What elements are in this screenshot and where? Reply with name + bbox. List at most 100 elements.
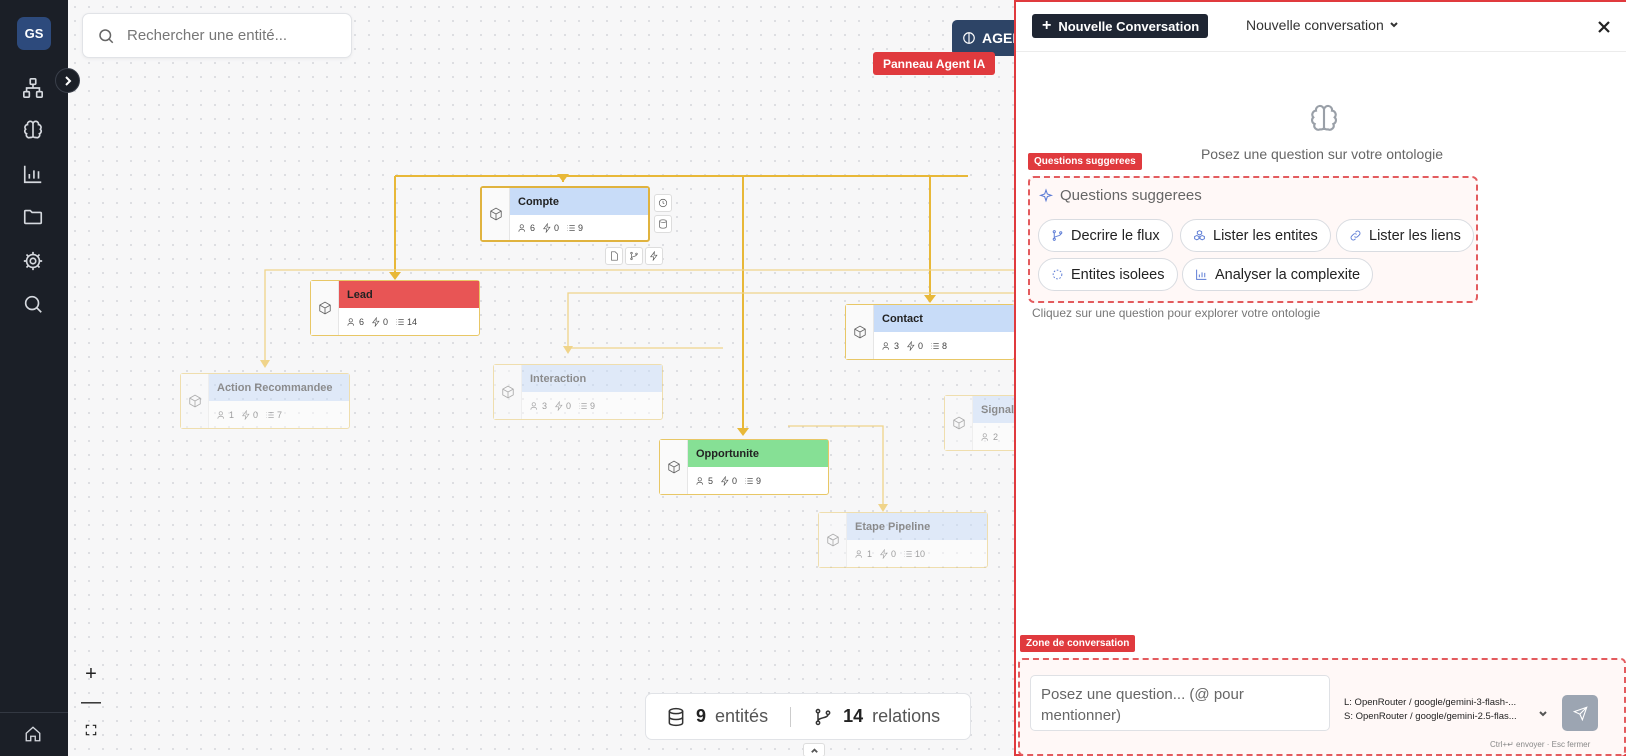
cube-icon	[494, 365, 522, 419]
edge-arrows	[389, 174, 936, 436]
node-title: Opportunite	[688, 440, 828, 467]
suggestions-hint: Cliquez sur une question pour explorer v…	[1032, 306, 1321, 320]
node-title: Interaction	[522, 365, 662, 392]
users-count: 6	[518, 223, 535, 233]
fit-view-button[interactable]	[78, 718, 104, 742]
search-icon[interactable]	[20, 291, 46, 317]
counter-divider	[790, 706, 792, 727]
home-icon[interactable]	[20, 721, 46, 747]
conversation-zone: Posez une question... (@ pour mentionner…	[1018, 658, 1626, 756]
expand-bottom-button[interactable]	[803, 743, 825, 756]
chip-lister-les-entites[interactable]: Lister les entites	[1180, 219, 1331, 252]
history-icon[interactable]	[654, 194, 672, 212]
send-button[interactable]	[1562, 695, 1598, 731]
brain-icon	[963, 32, 975, 44]
node-title: Signal	[973, 396, 1016, 423]
node-title: Compte	[510, 188, 648, 215]
properties-count: 9	[566, 223, 583, 233]
conversation-zone-tag: Zone de conversation	[1020, 635, 1136, 652]
brain-icon[interactable]	[20, 118, 46, 144]
close-icon	[1598, 21, 1610, 33]
chip-lister-les-liens[interactable]: Lister les liens	[1336, 219, 1474, 252]
cube-icon	[311, 281, 339, 335]
chevron-right-icon	[64, 75, 71, 86]
lightning-icon[interactable]	[645, 247, 663, 265]
entity-node-signal[interactable]: Signal 2	[944, 395, 1016, 451]
entities-label: entités	[715, 706, 769, 726]
node-title: Lead	[339, 281, 479, 308]
send-icon	[1572, 705, 1588, 721]
cube-icon	[819, 513, 847, 567]
chip-analyser-la-complexite[interactable]: Analyser la complexite	[1182, 258, 1374, 291]
cube-icon	[482, 188, 510, 240]
branch-icon	[1052, 230, 1063, 241]
header-divider	[1016, 51, 1626, 52]
dashed-circle-icon	[1052, 269, 1063, 280]
conversation-select[interactable]: Nouvelle conversation	[1246, 17, 1399, 33]
chevron-up-icon	[810, 747, 818, 753]
gear-icon[interactable]	[20, 248, 46, 274]
actions-count: 0	[542, 222, 559, 233]
branch-icon[interactable]	[625, 247, 643, 265]
graph-counter: 9 entités 14 relations	[645, 693, 971, 740]
fullscreen-icon	[85, 724, 97, 736]
relations-count: 14	[843, 706, 864, 726]
close-button[interactable]	[1596, 19, 1612, 35]
chevron-down-icon	[1390, 22, 1398, 28]
new-conversation-label: Nouvelle Conversation	[1058, 18, 1200, 34]
new-conversation-button[interactable]: + Nouvelle Conversation	[1032, 14, 1208, 38]
agent-button-label: AGENT	[982, 30, 1016, 46]
database-icon	[668, 707, 684, 726]
plus-icon: +	[1042, 17, 1052, 34]
zoom-in-button[interactable]: +	[85, 662, 97, 685]
suggestions-tag: Questions suggerees	[1028, 153, 1142, 170]
zoom-out-button[interactable]: —	[81, 690, 101, 713]
question-input[interactable]: Posez une question... (@ pour mentionner…	[1030, 675, 1330, 731]
node-title: Etape Pipeline	[847, 513, 987, 540]
cube-icon	[181, 374, 209, 428]
edge-line	[563, 175, 744, 433]
edge-line	[264, 269, 1016, 365]
suggestions-title: Questions suggerees	[1038, 187, 1202, 204]
branch-icon	[815, 708, 831, 725]
chevron-down-icon[interactable]	[1538, 706, 1548, 724]
database-icon[interactable]	[654, 215, 672, 233]
cube-icon	[660, 440, 688, 494]
user-avatar[interactable]: GS	[17, 17, 51, 50]
sparkles-icon	[1038, 187, 1054, 202]
chip-decrire-le-flux[interactable]: Decrire le flux	[1038, 219, 1173, 252]
search-input[interactable]: Rechercher une entité...	[127, 27, 288, 44]
agent-button[interactable]: AGENT	[952, 20, 1016, 56]
conversation-select-value: Nouvelle conversation	[1246, 17, 1384, 33]
bar-chart-icon[interactable]	[20, 161, 46, 187]
graph-edges	[260, 174, 1016, 512]
edge-line	[567, 292, 1016, 348]
document-icon[interactable]	[605, 247, 623, 265]
expand-sidebar-button[interactable]	[55, 68, 80, 93]
relations-label: relations	[872, 706, 941, 726]
folder-icon[interactable]	[20, 204, 46, 230]
graph-canvas[interactable]: Rechercher une entité... AGENT Panneau A…	[68, 0, 1016, 756]
node-title: Action Recommandee	[209, 374, 349, 401]
hierarchy-icon[interactable]	[20, 75, 46, 101]
agent-panel: + Nouvelle Conversation Nouvelle conversa…	[1014, 0, 1626, 756]
model-l-label: L: OpenRouter / google/gemini-3-flash-..…	[1344, 697, 1517, 708]
entity-search[interactable]: Rechercher une entité...	[82, 13, 352, 58]
edge-line	[788, 425, 884, 508]
model-s-label: S: OpenRouter / google/gemini-2.5-flas..…	[1344, 711, 1517, 722]
sidebar-divider	[0, 712, 68, 713]
shortcut-hint: Ctrl+↵ envoyer · Esc fermer	[1490, 740, 1591, 749]
model-select[interactable]: L: OpenRouter / google/gemini-3-flash-..…	[1344, 696, 1517, 724]
chip-entites-isolees[interactable]: Entites isolees	[1038, 258, 1178, 291]
boxes-icon	[1194, 230, 1205, 241]
zoom-controls: + —	[78, 662, 104, 742]
suggested-questions: Questions suggerees Decrire le flux List…	[1028, 176, 1478, 303]
entities-count: 9	[696, 706, 707, 726]
